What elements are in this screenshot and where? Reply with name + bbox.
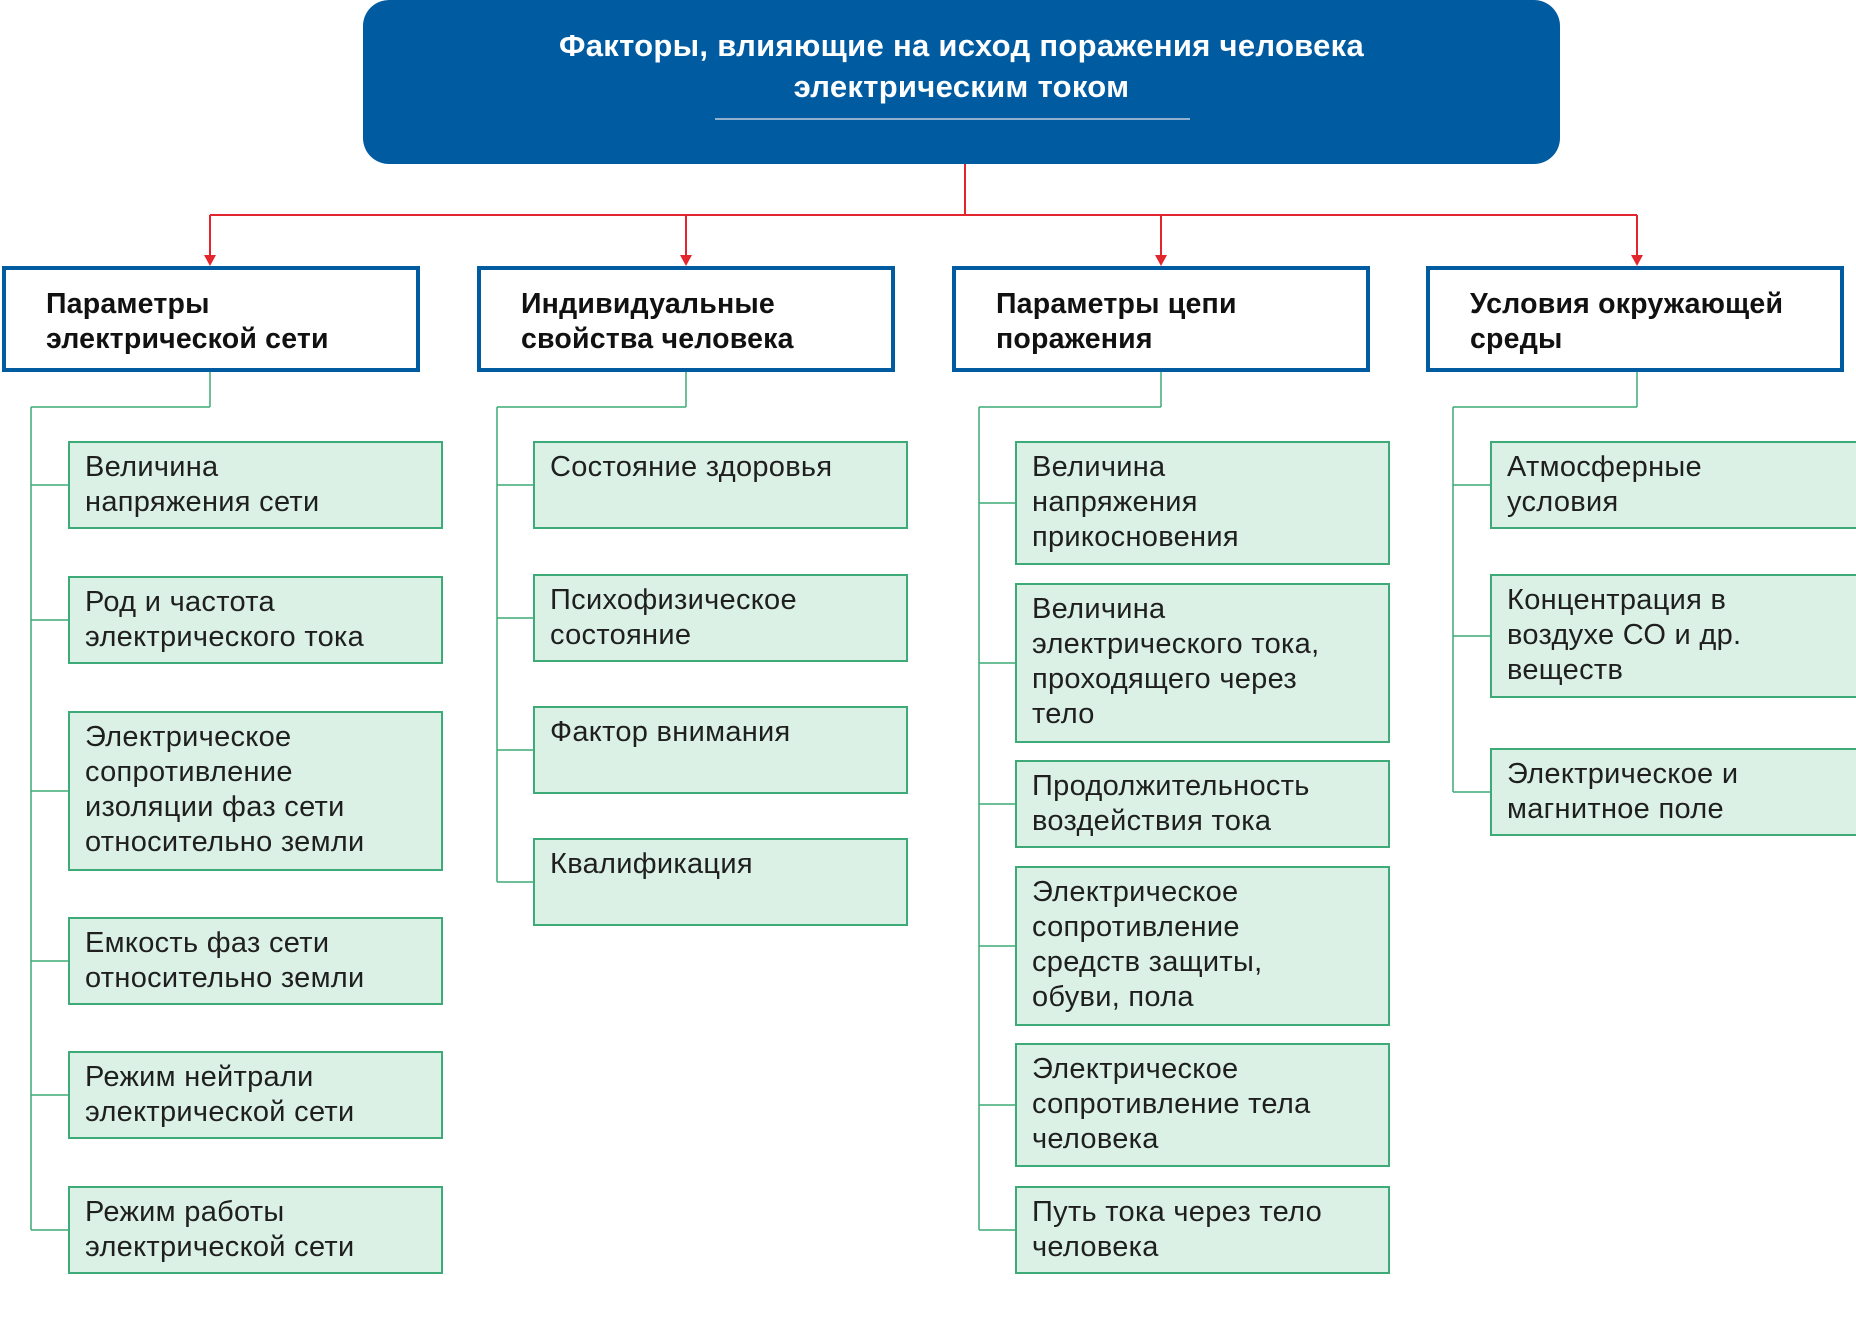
diagram-title-line: электрическим током — [793, 69, 1130, 104]
factor-item: Состояние здоровья — [533, 441, 908, 529]
factor-item-line: сопротивление — [1032, 911, 1240, 943]
factor-item-line: условия — [1507, 486, 1619, 518]
category-label-line: поражения — [996, 323, 1153, 355]
factor-item-line: состояние — [550, 619, 692, 651]
factor-item-line: Режим нейтрали — [85, 1061, 314, 1093]
category-label-line: Индивидуальные — [521, 288, 775, 320]
diagram-title-line: Факторы, влияющие на исход поражения чел… — [558, 28, 1365, 63]
factor-item-line: Величина — [1032, 451, 1166, 483]
factor-item-line: Фактор внимания — [550, 716, 791, 748]
factor-item-line: магнитное поле — [1507, 793, 1724, 825]
arrow-head — [680, 255, 692, 266]
factor-item-line: Электрическое и — [1507, 758, 1739, 790]
factor-item-line: человека — [1032, 1123, 1159, 1155]
factor-item-line: Концентрация в — [1507, 584, 1727, 616]
category-label-line: Условия окружающей — [1470, 288, 1784, 320]
factor-item-line: относительно земли — [85, 826, 365, 858]
factor-item-line: обуви, пола — [1032, 981, 1194, 1013]
factor-item-line: Состояние здоровья — [550, 451, 833, 483]
factor-item-line: напряжения — [1032, 486, 1198, 518]
factor-item-line: электрической сети — [85, 1231, 355, 1263]
category-label-line: свойства человека — [521, 323, 794, 355]
category-label-line: среды — [1470, 323, 1563, 355]
factor-item-line: Величина — [85, 451, 219, 483]
factor-item-line: Путь тока через тело — [1032, 1196, 1323, 1228]
category-label-line: Параметры цепи — [996, 288, 1237, 320]
category-label-line: электрической сети — [46, 323, 329, 355]
title-underline — [715, 118, 1190, 120]
factor-item-line: электрического тока, — [1032, 628, 1320, 660]
factor-item-line: Электрическое — [1032, 1053, 1239, 1085]
factor-item-line: электрического тока — [85, 621, 365, 653]
factor-item-line: Атмосферные — [1507, 451, 1702, 483]
factor-item-line: веществ — [1507, 654, 1624, 686]
arrow-head — [1155, 255, 1167, 266]
factor-item-line: напряжения сети — [85, 486, 320, 518]
factor-item-line: Квалификация — [550, 848, 753, 880]
factor-item-line: тело — [1032, 698, 1095, 730]
category-label-line: Параметры — [46, 288, 210, 320]
factor-item-line: проходящего через — [1032, 663, 1297, 695]
factor-item-line: Величина — [1032, 593, 1166, 625]
factor-item-line: Продолжительность — [1032, 770, 1310, 802]
factor-item-line: Режим работы — [85, 1196, 285, 1228]
factor-item-line: Психофизическое — [550, 584, 797, 616]
factor-item-line: Род и частота — [85, 586, 275, 618]
factor-item-line: электрической сети — [85, 1096, 355, 1128]
arrow-head — [1631, 255, 1643, 266]
factor-item-line: Емкость фаз сети — [85, 927, 330, 959]
factor-item-line: изоляции фаз сети — [85, 791, 345, 823]
factor-item-line: воздействия тока — [1032, 805, 1272, 837]
factor-item-line: человека — [1032, 1231, 1159, 1263]
diagram-title-box: Факторы, влияющие на исход поражения чел… — [363, 0, 1560, 164]
factor-item-line: Электрическое — [85, 721, 292, 753]
factor-item-line: прикосновения — [1032, 521, 1239, 553]
factor-item-line: средств защиты, — [1032, 946, 1263, 978]
factor-item: Фактор внимания — [533, 706, 908, 794]
factor-item-line: относительно земли — [85, 962, 365, 994]
arrow-head — [204, 255, 216, 266]
factor-item-line: сопротивление — [85, 756, 293, 788]
factor-item-line: сопротивление тела — [1032, 1088, 1311, 1120]
factor-item-line: воздухе СО и др. — [1507, 619, 1742, 651]
factor-item-line: Электрическое — [1032, 876, 1239, 908]
factor-item: Квалификация — [533, 838, 908, 926]
